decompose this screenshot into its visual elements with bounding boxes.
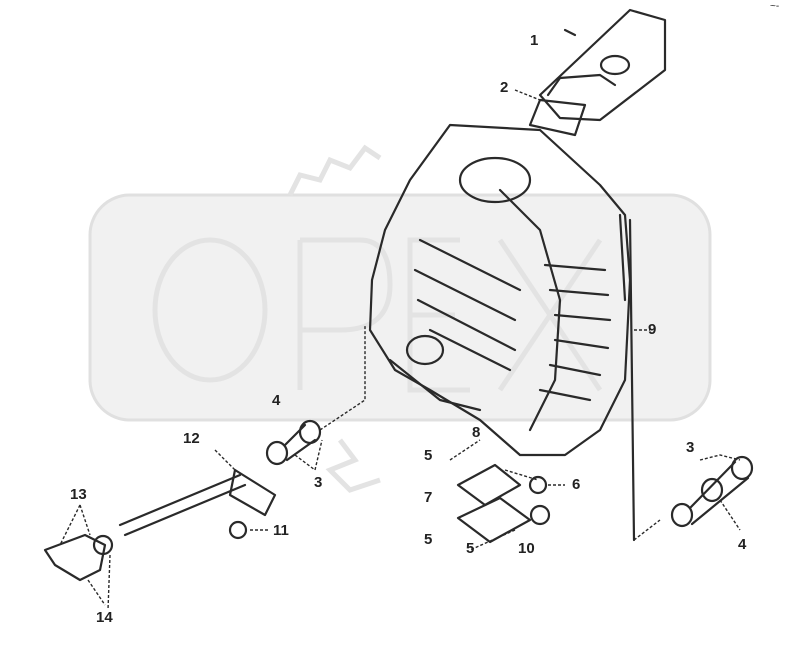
callout-3-left: 3 (314, 474, 323, 491)
part-2-plate (514, 89, 587, 137)
callout-7: 7 (424, 489, 433, 506)
callout-11: 11 (273, 522, 289, 539)
callout-6: 6 (572, 476, 581, 493)
part-13-14-lever (43, 504, 114, 611)
part-5-10-plates (449, 439, 565, 551)
callout-10: 10 (518, 540, 535, 557)
callout-1: 1 (530, 32, 539, 49)
part-3-4-5-linkage-right (670, 454, 754, 531)
callout-13: 13 (70, 486, 87, 503)
part-12-shaft (118, 449, 277, 537)
callout-9: 9 (648, 321, 657, 338)
callout-5-a: 5 (424, 447, 433, 464)
part-11-bushing (228, 520, 270, 540)
part-1-bracket (538, 8, 667, 122)
callout-3-right: 3 (686, 439, 695, 456)
part-9-rod (628, 218, 661, 542)
clutch-housing (368, 123, 632, 457)
part-4-3-linkage-left (265, 325, 366, 472)
callout-4-right: 4 (738, 536, 747, 553)
callout-5-b: 5 (424, 531, 433, 548)
corner-mark: ~- (770, 1, 780, 12)
callout-2: 2 (500, 79, 509, 96)
callout-5-c: 5 (466, 540, 475, 557)
callout-8: 8 (472, 424, 481, 441)
callout-4-left: 4 (272, 392, 281, 409)
callout-12: 12 (183, 430, 200, 447)
callout-14: 14 (96, 609, 113, 626)
